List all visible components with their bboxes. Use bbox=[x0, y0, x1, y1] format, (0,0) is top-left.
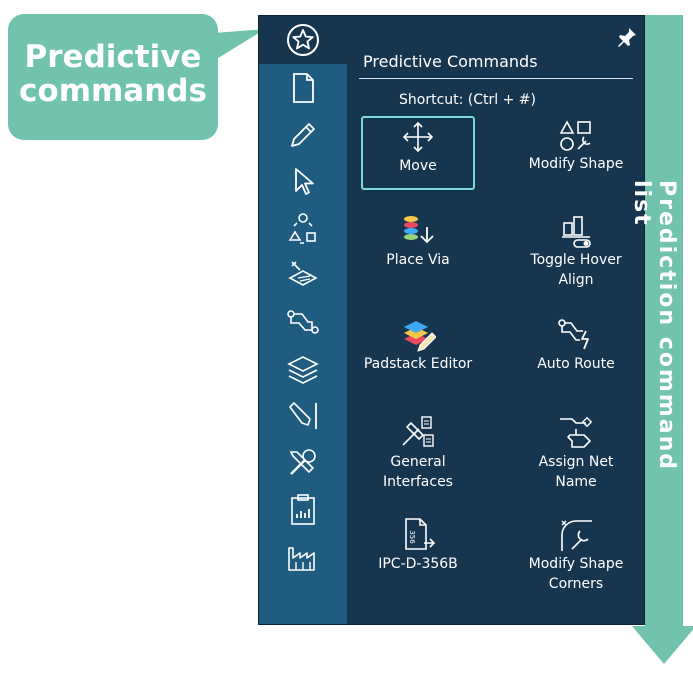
shortcut-hint: Shortcut: (Ctrl + #) bbox=[399, 92, 536, 108]
command-label: Assign Net Name bbox=[538, 454, 614, 490]
callout-line-2: commands bbox=[19, 73, 207, 109]
tools-icon[interactable] bbox=[285, 445, 321, 481]
command-label: Toggle Hover Align bbox=[530, 252, 622, 288]
title-divider bbox=[359, 78, 633, 79]
predictive-commands-panel: Predictive Commands Shortcut: (Ctrl + #)… bbox=[258, 15, 645, 625]
command-label: IPC-D-356B bbox=[378, 556, 458, 572]
modify-shape-corners-icon bbox=[519, 516, 633, 554]
ipc-d-356b-icon: 356 bbox=[361, 516, 475, 554]
document-icon[interactable] bbox=[285, 70, 321, 106]
route-icon[interactable] bbox=[285, 304, 321, 340]
factory-icon[interactable] bbox=[285, 539, 321, 575]
command-move[interactable]: Move bbox=[361, 116, 475, 190]
panel-title: Predictive Commands bbox=[363, 52, 538, 71]
cursor-arrow-icon[interactable] bbox=[285, 164, 321, 200]
pin-icon[interactable] bbox=[616, 26, 638, 48]
report-icon[interactable] bbox=[285, 492, 321, 528]
predictive-commands-callout: Predictive commands bbox=[8, 14, 218, 140]
command-label: Modify Shape Corners bbox=[528, 556, 624, 592]
pencil-icon[interactable] bbox=[285, 117, 321, 153]
shape-cycle-icon[interactable] bbox=[285, 211, 321, 247]
star-icon[interactable] bbox=[285, 22, 321, 58]
callout-line-1: Predictive bbox=[24, 39, 202, 75]
command-label: Auto Route bbox=[537, 356, 615, 372]
command-auto-route[interactable]: Auto Route bbox=[519, 316, 633, 390]
general-interfaces-icon bbox=[361, 414, 475, 452]
auto-route-icon bbox=[519, 316, 633, 354]
prediction-list-arrow bbox=[645, 15, 683, 627]
svg-text:356: 356 bbox=[408, 530, 416, 544]
place-via-icon bbox=[361, 212, 475, 250]
command-label: Modify Shape bbox=[528, 156, 624, 172]
layer-edit-icon[interactable] bbox=[285, 257, 321, 293]
prediction-list-arrowhead bbox=[632, 626, 693, 664]
command-modify-shape-corners[interactable]: Modify Shape Corners bbox=[519, 516, 633, 592]
assign-net-name-icon bbox=[519, 414, 633, 452]
command-label: Place Via bbox=[386, 252, 450, 268]
modify-shape-icon bbox=[519, 116, 633, 154]
command-padstack-editor[interactable]: Padstack Editor bbox=[361, 316, 475, 390]
toggle-hover-align-icon bbox=[519, 212, 633, 250]
command-modify-shape[interactable]: Modify Shape bbox=[519, 116, 633, 190]
command-label: General Interfaces bbox=[383, 454, 453, 490]
prediction-list-label: Prediction command list bbox=[629, 180, 679, 471]
command-assign-net-name[interactable]: Assign Net Name bbox=[519, 414, 633, 490]
layers-icon[interactable] bbox=[285, 351, 321, 387]
command-toggle-hover-align[interactable]: Toggle Hover Align bbox=[519, 212, 633, 288]
padstack-editor-icon bbox=[361, 316, 475, 354]
command-place-via[interactable]: Place Via bbox=[361, 212, 475, 286]
command-general-interfaces[interactable]: General Interfaces bbox=[361, 414, 475, 490]
command-ipc-d-356b[interactable]: 356 IPC-D-356B bbox=[361, 516, 475, 590]
move-icon bbox=[363, 118, 473, 156]
draw-line-icon[interactable] bbox=[285, 398, 321, 434]
callout-text: Predictive commands bbox=[8, 40, 218, 108]
sidebar bbox=[259, 16, 347, 624]
command-label: Padstack Editor bbox=[363, 356, 473, 372]
command-label: Move bbox=[399, 158, 437, 174]
